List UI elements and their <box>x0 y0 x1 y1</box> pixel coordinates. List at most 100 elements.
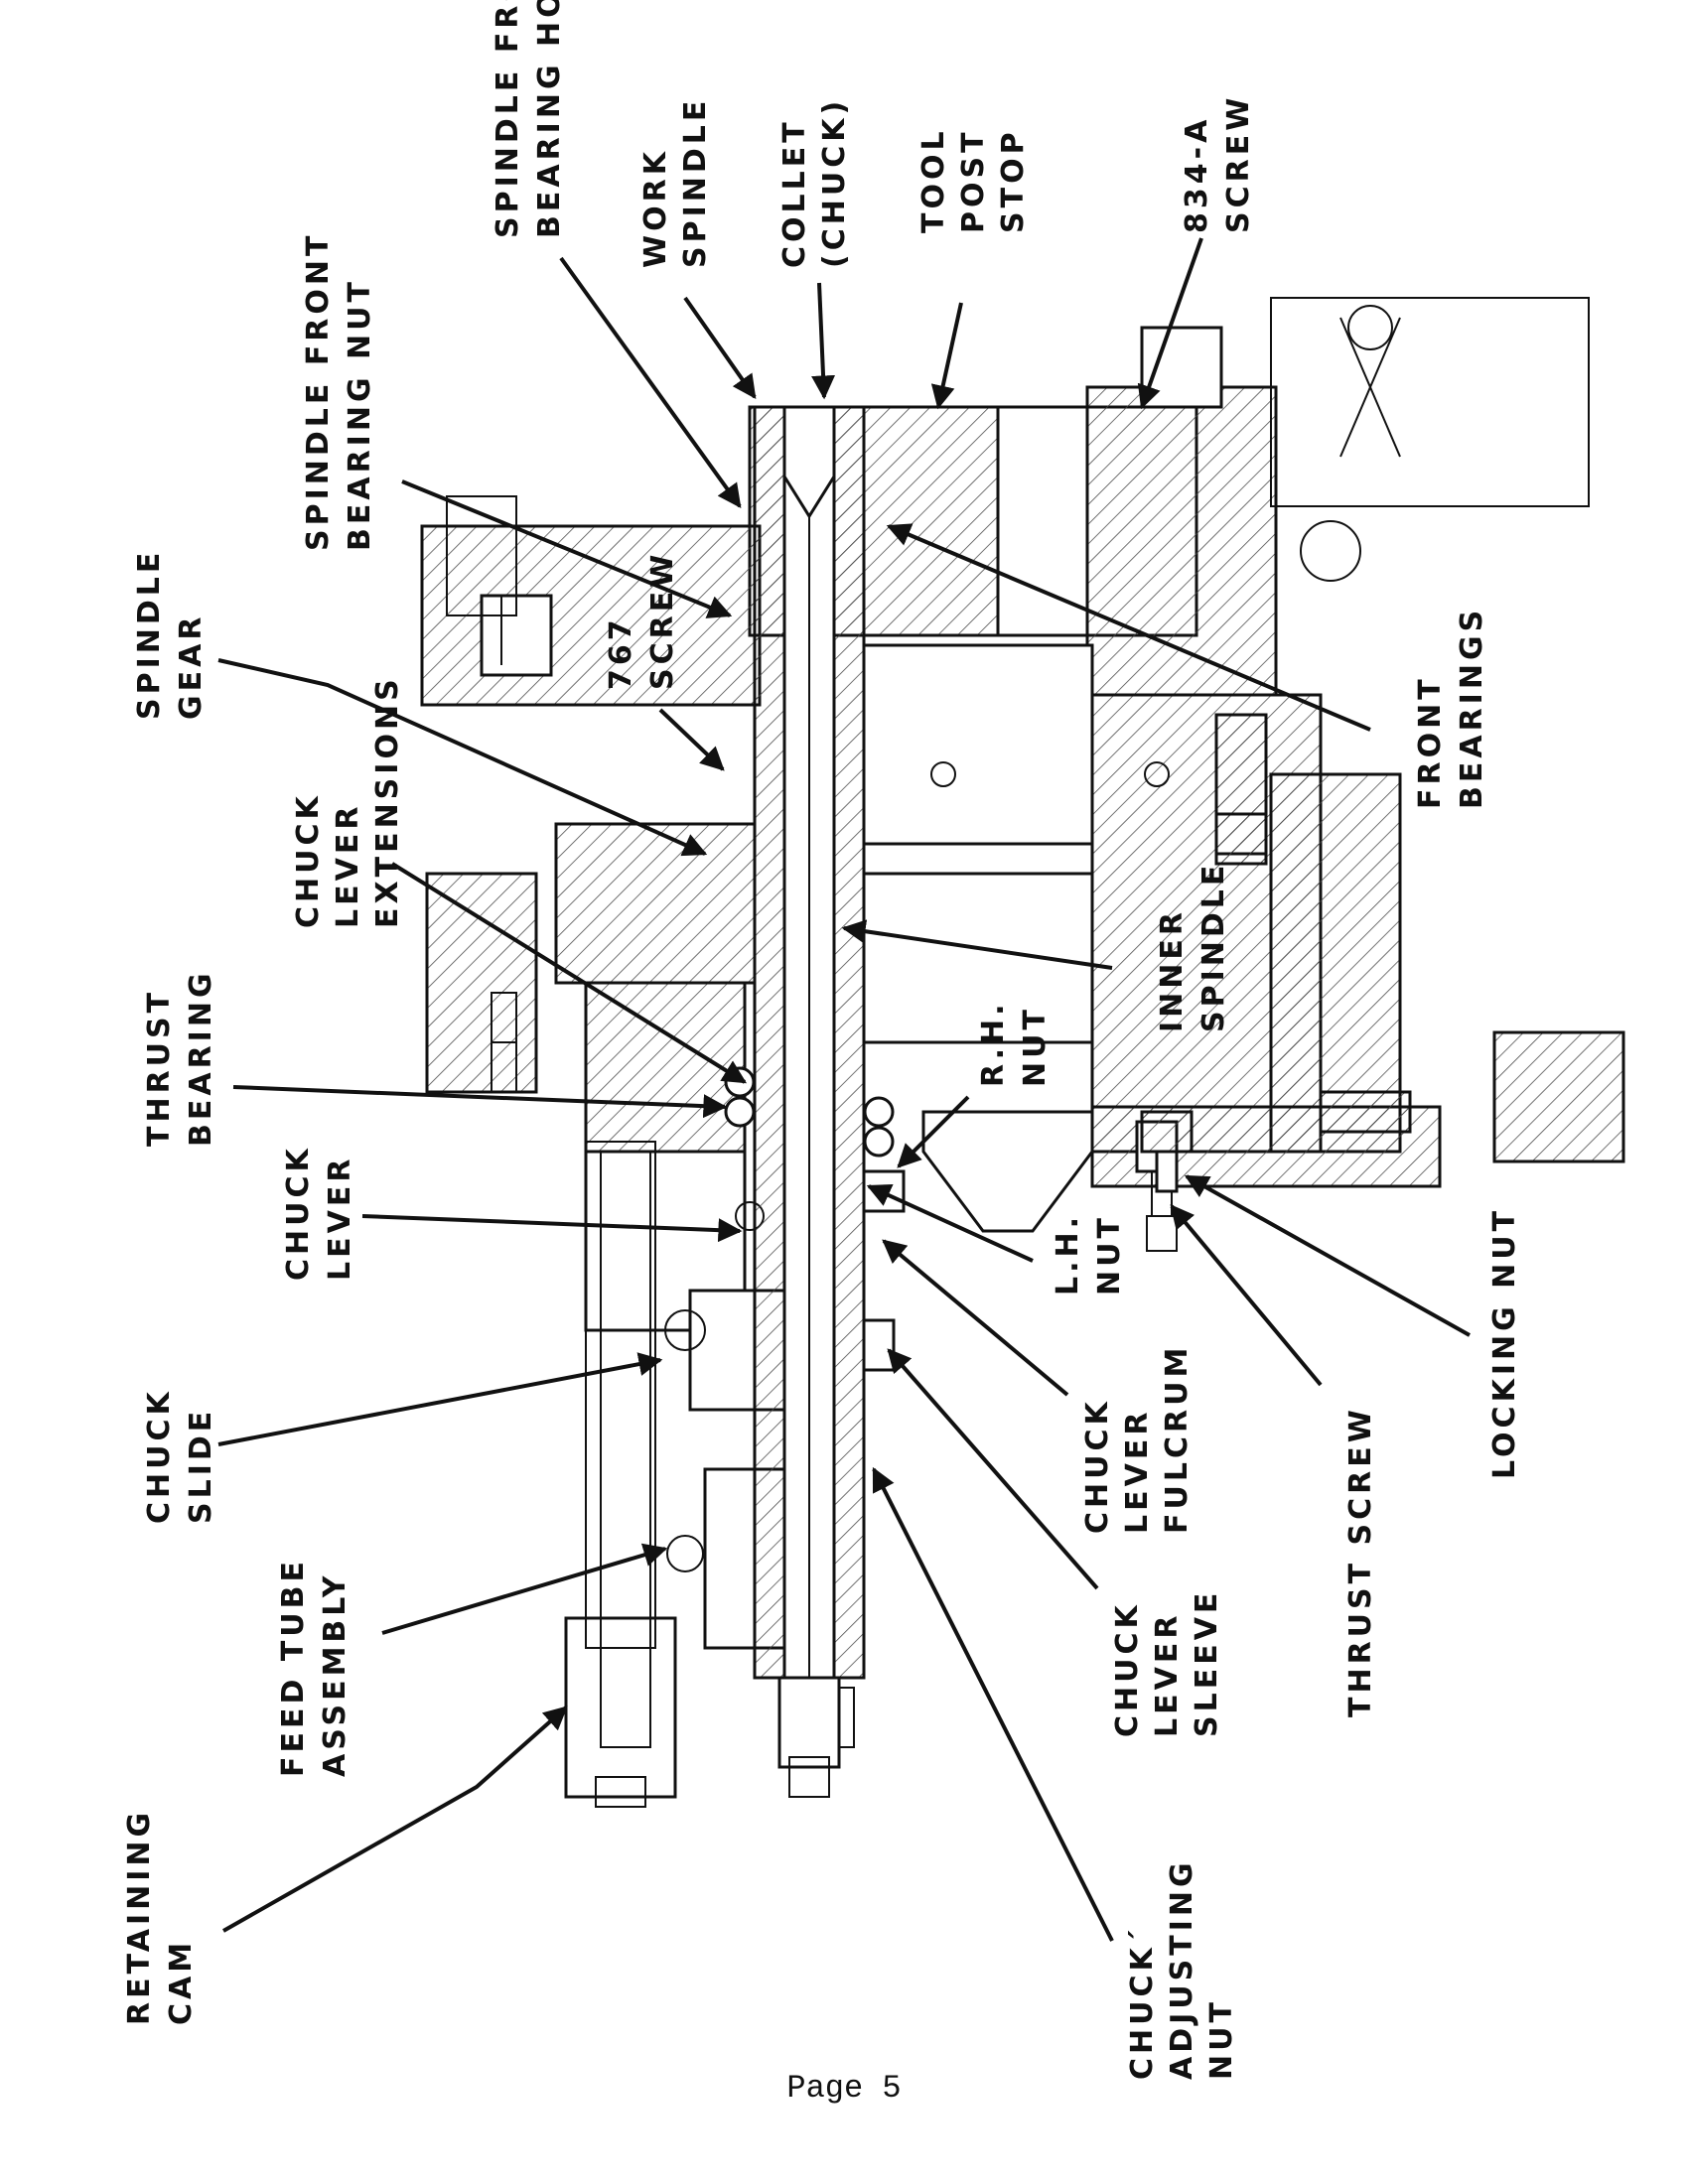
arrow-front-bearings <box>886 523 1371 732</box>
svg-text:STOP: STOP <box>996 128 1031 233</box>
svg-text:LEVER: LEVER <box>1120 1409 1155 1534</box>
svg-text:FEED TUBE: FEED TUBE <box>276 1558 311 1777</box>
arrow-chuck-adjusting-nut <box>872 1466 1114 1942</box>
svg-text:POST: POST <box>956 128 991 233</box>
label-feed-tube-assembly: FEED TUBE ASSEMBLY <box>276 1558 352 1777</box>
label-work-spindle: WORK SPINDLE <box>638 97 713 268</box>
svg-text:RETAINING: RETAINING <box>122 1809 157 2025</box>
svg-text:CHUCK: CHUCK <box>281 1145 316 1281</box>
label-tool-post-stop: TOOL POST STOP <box>916 127 1031 233</box>
svg-text:SPINDLE: SPINDLE <box>678 97 713 268</box>
svg-text:NUT: NUT <box>1092 1214 1127 1296</box>
label-chuck-lever-fulcrum: CHUCK LEVER FULCRUM <box>1080 1344 1195 1534</box>
arrow-chuck-lever <box>361 1214 743 1243</box>
svg-text:WORK: WORK <box>638 148 673 268</box>
labels: SPINDLE FRONT BEARING HOUSING WORK SPIND… <box>122 0 1522 2080</box>
chuck-adjusting-nut-part <box>777 1676 841 1769</box>
svg-text:L.H.: L.H. <box>1051 1213 1085 1296</box>
label-rh-nut: R.H. NUT <box>976 1000 1053 1087</box>
svg-text:EXTENSIONS: EXTENSIONS <box>370 675 405 928</box>
svg-text:SPINDLE FRONT: SPINDLE FRONT <box>301 232 336 552</box>
svg-text:CHUCK: CHUCK <box>291 792 326 928</box>
svg-text:CAM: CAM <box>164 1939 199 2025</box>
label-chuck-lever: CHUCK LEVER <box>281 1145 357 1281</box>
arrow-spindle-gear <box>217 658 708 857</box>
label-inner-spindle: INNER SPINDLE <box>1155 862 1231 1032</box>
svg-text:SPINDLE FRONT: SPINDLE FRONT <box>491 0 525 238</box>
label-lh-nut: L.H. NUT <box>1051 1213 1127 1296</box>
svg-text:INNER: INNER <box>1155 908 1190 1032</box>
arrow-chuck-lever-sleeve <box>887 1348 1099 1590</box>
arrow-tool-post-stop <box>930 302 963 410</box>
svg-text:TOOL: TOOL <box>916 127 951 233</box>
svg-text:NUT: NUT <box>1204 1998 1239 2080</box>
svg-text:CHUCK: CHUCK <box>142 1388 177 1524</box>
svg-text:COLLET: COLLET <box>777 118 812 268</box>
svg-text:BEARING NUT: BEARING NUT <box>343 278 377 551</box>
svg-text:SPINDLE: SPINDLE <box>1196 862 1231 1032</box>
locking-nut-part <box>1155 1150 1179 1193</box>
svg-text:BEARING HOUSING: BEARING HOUSING <box>532 0 567 238</box>
svg-text:BEARINGS: BEARINGS <box>1455 607 1489 809</box>
leader-arrows <box>217 237 1471 1942</box>
arrow-locking-nut <box>1184 1174 1471 1337</box>
svg-text:BEARING: BEARING <box>184 969 218 1147</box>
thrust-screw-part <box>1140 1110 1194 1154</box>
arrow-767-screw <box>658 708 725 771</box>
label-spindle-front-bearing-housing: SPINDLE FRONT BEARING HOUSING <box>491 0 567 238</box>
svg-text:GEAR: GEAR <box>174 614 209 720</box>
label-thrust-bearing: THRUST BEARING <box>142 969 218 1147</box>
svg-text:CHUCK: CHUCK <box>1110 1601 1145 1737</box>
label-767-screw: 767 SCREW <box>604 551 680 690</box>
label-chuck-adjusting-nut: CHUCK´ ADJUSTING NUT <box>1125 1858 1239 2080</box>
label-locking-nut: LOCKING NUT <box>1487 1207 1522 1479</box>
svg-text:LEVER: LEVER <box>331 803 365 928</box>
svg-text:SCREW: SCREW <box>645 551 680 690</box>
svg-text:834-A: 834-A <box>1180 116 1214 233</box>
arrow-collet-chuck <box>811 282 836 400</box>
label-chuck-lever-sleeve: CHUCK LEVER SLEEVE <box>1110 1589 1224 1737</box>
label-collet-chuck: COLLET (CHUCK) <box>777 97 852 268</box>
page-number: Page 5 <box>786 2070 902 2107</box>
label-front-bearings: FRONT BEARINGS <box>1413 607 1489 809</box>
svg-text:CHUCK´: CHUCK´ <box>1125 1925 1160 2080</box>
label-spindle-gear: SPINDLE GEAR <box>132 549 209 720</box>
arrow-spindle-front-bearing-nut <box>401 479 733 618</box>
svg-text:CHUCK: CHUCK <box>1080 1398 1115 1534</box>
svg-text:R.H.: R.H. <box>976 1000 1011 1087</box>
label-834a-screw: 834-A SCREW <box>1180 94 1256 233</box>
arrow-rh-nut <box>897 1095 970 1168</box>
arrow-retaining-cam <box>222 1706 568 1933</box>
svg-text:ADJUSTING: ADJUSTING <box>1165 1858 1199 2080</box>
label-chuck-lever-extensions: CHUCK LEVER EXTENSIONS <box>291 675 405 928</box>
retaining-cam-part <box>564 1616 677 1799</box>
label-thrust-screw: THRUST SCREW <box>1343 1406 1378 1717</box>
svg-text:SCREW: SCREW <box>1221 94 1256 233</box>
label-retaining-cam: RETAINING CAM <box>122 1809 199 2025</box>
chuck-lever-sleeve-part <box>862 1318 896 1372</box>
svg-text:LEVER: LEVER <box>1150 1612 1185 1737</box>
arrow-834a-screw <box>1137 237 1203 410</box>
svg-text:SLEEVE: SLEEVE <box>1190 1589 1224 1737</box>
svg-text:FRONT: FRONT <box>1413 675 1448 809</box>
svg-text:NUT: NUT <box>1018 1006 1053 1087</box>
label-chuck-slide: CHUCK SLIDE <box>142 1388 218 1524</box>
svg-text:(CHUCK): (CHUCK) <box>817 97 852 268</box>
arrow-work-spindle <box>683 296 757 399</box>
arrow-thrust-bearing <box>232 1085 728 1119</box>
label-spindle-front-bearing-nut: SPINDLE FRONT BEARING NUT <box>301 232 377 552</box>
arrow-chuck-lever-fulcrum <box>882 1239 1069 1397</box>
arrow-spindle-front-bearing-housing <box>559 256 742 508</box>
arrow-chuck-lever-extensions <box>390 862 748 1084</box>
svg-text:FULCRUM: FULCRUM <box>1160 1344 1195 1534</box>
svg-text:LEVER: LEVER <box>323 1156 357 1281</box>
svg-text:SPINDLE: SPINDLE <box>132 549 167 720</box>
rh-nut-part <box>921 1110 1094 1233</box>
arrow-inner-spindle <box>841 919 1113 970</box>
svg-text:SLIDE: SLIDE <box>184 1408 218 1524</box>
arrow-lh-nut <box>866 1184 1034 1263</box>
svg-text:ASSEMBLY: ASSEMBLY <box>318 1572 352 1777</box>
svg-text:THRUST: THRUST <box>142 989 177 1147</box>
collet-part <box>782 405 836 519</box>
